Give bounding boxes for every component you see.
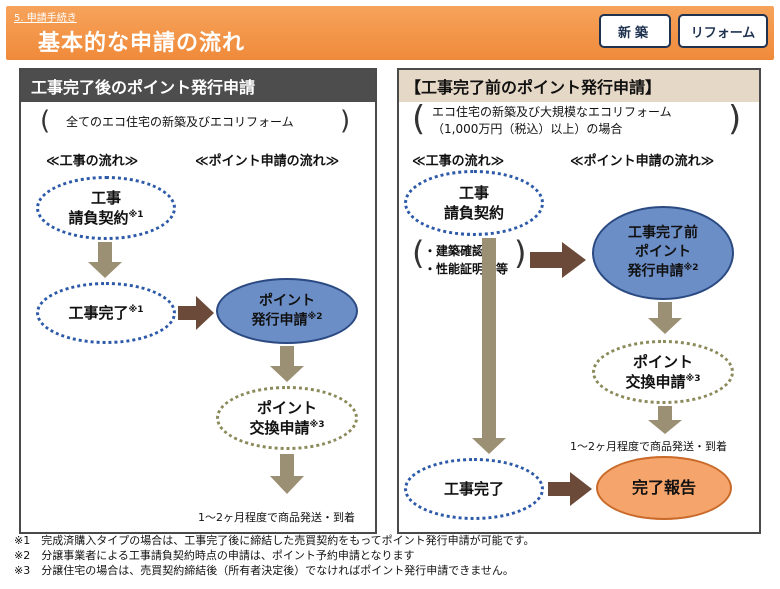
left-node-contract-line2: 請負契約 [68,209,129,227]
arrow-down-icon [88,242,122,278]
right-node-contract: 工事 請負契約 [404,170,544,236]
check-item-building: ・建築確認 [424,244,485,258]
arrow-right-icon [548,472,592,506]
footnote-ref-3: ※3 [309,420,325,430]
arrow-down-icon [648,406,682,434]
footnote-2: ※2 分譲事業者による工事請負契約時点の申請は、ポイント予約申請となります [14,549,415,562]
right-flow-heading: ≪工事の流れ≫ [412,154,505,169]
condition-bracket-close: ) [340,106,351,136]
right-point-heading: ≪ポイント申請の流れ≫ [570,154,715,169]
tab-new-construction[interactable]: 新築 [599,14,671,48]
arrow-down-icon [648,302,682,334]
left-node-complete: 工事完了※1 [36,282,176,344]
footnote-ref-1: ※1 [128,304,144,315]
footnote-ref-2: ※2 [683,263,699,274]
footnote-1: ※1 完成済購入タイプの場合は、工事完了後に締結した売買契約をもってポイント発行… [14,534,535,547]
left-panel-title: 工事完了後のポイント発行申請 [21,70,375,102]
left-node-issue-line1: ポイント [258,292,315,309]
right-node-contract-line2: 請負契約 [443,204,504,222]
left-condition-text: 全てのエコ住宅の新築及びエコリフォーム [66,115,294,129]
right-node-issue-line2: ポイント [634,244,691,261]
arrow-down-icon [472,238,506,454]
right-node-complete-label: 工事完了 [443,479,504,498]
check-bracket-open: ( [412,234,425,272]
left-node-exchange: ポイント 交換申請※3 [216,386,358,450]
footnote-ref-3: ※3 [685,374,701,384]
condition-bracket-open: ( [40,106,51,136]
check-bracket-close: ) [514,234,527,272]
right-node-contract-line1: 工事 [458,183,489,202]
footnote-ref-1: ※1 [128,210,144,220]
left-node-issue: ポイント 発行申請※2 [216,278,358,344]
right-condition-line1: エコ住宅の新築及び大規模なエコリフォーム [432,105,672,119]
right-node-exchange: ポイント 交換申請※3 [592,340,734,404]
left-node-contract-line1: 工事 [90,188,121,207]
page-title: 基本的な申請の流れ [38,31,246,56]
left-node-exchange-line1: ポイント [256,398,317,417]
arrow-right-icon [178,296,214,330]
left-node-exchange-line2: 交換申請 [249,419,310,437]
left-node-contract: 工事 請負契約※1 [36,176,176,240]
right-node-report-label: 完了報告 [631,478,696,498]
right-delivery-note: 1～2ヶ月程度で商品発送・到着 [570,440,727,453]
right-node-issue-line3: 発行申請 [627,263,684,280]
tab-reform[interactable]: リフォーム [678,14,768,48]
arrow-down-icon [270,346,304,382]
left-node-issue-line2: 発行申請 [251,312,308,329]
arrow-down-icon [270,454,304,494]
footnote-ref-2: ※2 [307,311,323,322]
right-node-report: 完了報告 [596,456,732,520]
right-node-issue: 工事完了前 ポイント 発行申請※2 [592,206,734,300]
left-flow-heading: ≪工事の流れ≫ [46,154,139,169]
right-condition-text: エコ住宅の新築及び大規模なエコリフォーム （1,000万円（税込）以上）の場合 [432,104,672,138]
left-node-complete-label: 工事完了 [68,303,129,322]
left-delivery-note: 1～2ヶ月程度で商品発送・到着 [198,511,355,524]
condition-bracket-close: ) [728,99,742,139]
right-node-issue-line1: 工事完了前 [627,225,698,242]
section-label: 5. 申請手続き [14,13,77,24]
arrow-right-icon [530,242,586,278]
right-node-exchange-line1: ポイント [632,352,693,371]
right-condition-line2: （1,000万円（税込）以上）の場合 [432,122,623,136]
right-panel-title: 【工事完了前のポイント発行申請】 [399,70,759,102]
footnotes: ※1 完成済購入タイプの場合は、工事完了後に締結した売買契約をもってポイント発行… [14,533,535,578]
right-panel: 【工事完了前のポイント発行申請】 [397,68,761,534]
footnote-3: ※3 分譲住宅の場合は、売買契約締結後（所有者決定後）でなければポイント発行申請… [14,564,514,577]
condition-bracket-open: ( [412,99,426,139]
right-node-complete: 工事完了 [404,458,544,520]
left-point-heading: ≪ポイント申請の流れ≫ [195,154,340,169]
right-node-exchange-line2: 交換申請 [625,373,686,391]
